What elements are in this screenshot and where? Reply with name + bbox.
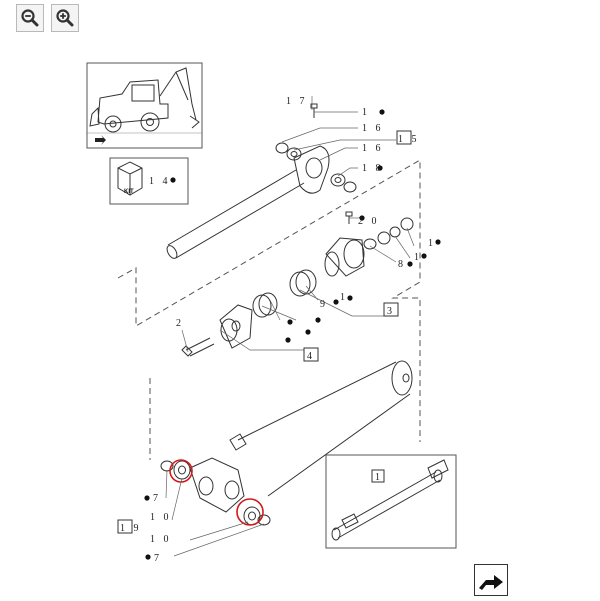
highlight-ring-lower[interactable] [236,498,264,526]
label-16b: 1 6 [362,143,384,154]
label-15: 1 5 [398,134,420,145]
label-10b: 1 0 [150,534,172,545]
gland-assembly [324,217,414,277]
label-1-inset: 1 [375,472,383,483]
label-20: 2 0 [358,216,380,227]
label-1a: 1 [362,107,370,118]
next-page-button[interactable] [474,564,508,596]
label-10a: 1 0 [150,512,172,523]
kit-box [109,157,189,205]
zoom-out-icon [21,9,39,27]
label-7a: 7 [153,493,161,504]
label-1b: 1 [428,238,436,249]
label-9: 9 [320,299,328,310]
label-7b: 7 [154,553,162,564]
inset-cylinder-view [325,454,457,549]
zoom-out-button[interactable] [16,4,44,32]
label-17: 1 7 [286,96,308,107]
label-19: 1 9 [120,523,142,534]
label-1d: 1 [340,292,348,303]
label-4: 4 [307,351,315,362]
machine-thumbnail [86,62,203,149]
kit-text-1: KIT [124,189,134,195]
label-2: 2 [176,318,184,329]
label-1c: 1 [414,252,422,263]
cylinder-barrel [189,360,413,513]
kit-ref-label: 1 4 [149,176,171,187]
label-3: 3 [387,306,395,317]
piston [219,292,278,349]
label-18: 1 8 [362,163,384,174]
next-page-icon [474,564,508,596]
label-8: 8 [398,259,406,270]
label-16a: 1 6 [362,123,384,134]
bolt [181,337,215,357]
zoom-in-icon [56,9,74,27]
zoom-in-button[interactable] [51,4,79,32]
piston-rod [166,145,330,259]
